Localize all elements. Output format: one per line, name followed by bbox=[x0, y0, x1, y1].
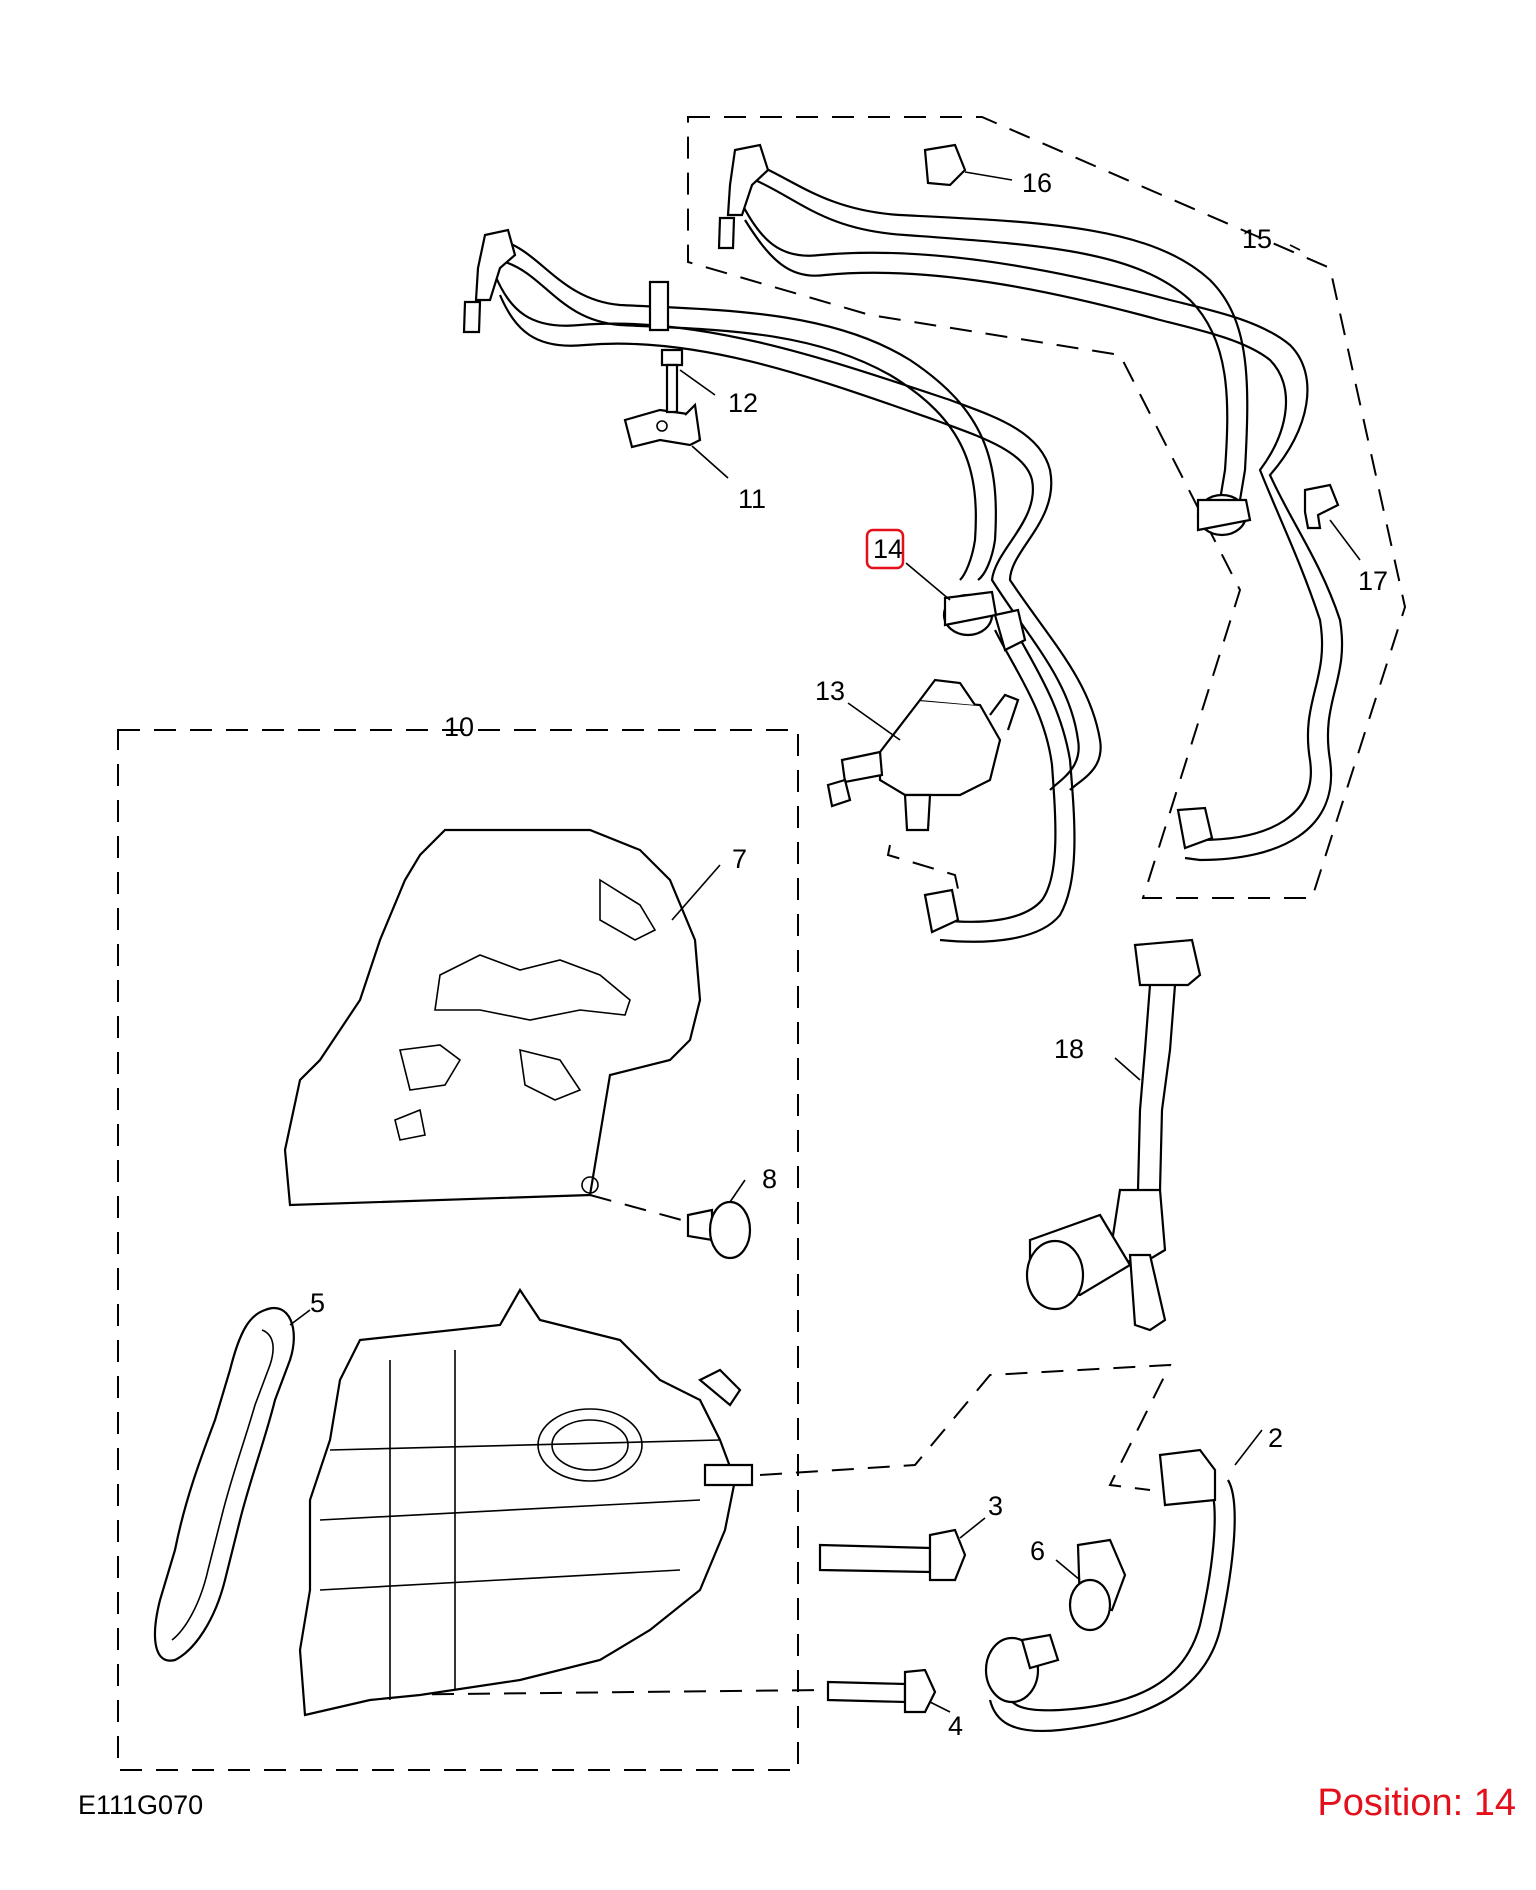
push-clip-8[interactable] bbox=[686, 1200, 752, 1260]
callout-14[interactable]: 14 bbox=[873, 534, 903, 564]
link-13-hose bbox=[886, 844, 961, 899]
link-7-8 bbox=[589, 1194, 701, 1226]
callout-16[interactable]: 16 bbox=[1022, 168, 1052, 198]
group-outline-10 bbox=[117, 729, 799, 1771]
callout-5[interactable]: 5 bbox=[310, 1288, 325, 1318]
callout-6[interactable]: 6 bbox=[1030, 1536, 1045, 1566]
diagram-code: E111G070 bbox=[78, 1790, 204, 1820]
callout-2[interactable]: 2 bbox=[1268, 1423, 1283, 1453]
callout-14-highlight bbox=[865, 528, 905, 570]
callout-12[interactable]: 12 bbox=[728, 388, 758, 418]
callout-7[interactable]: 7 bbox=[732, 844, 747, 874]
callout-labels: 2 3 4 5 6 7 8 10 11 12 13 14 15 16 17 18 bbox=[310, 168, 1388, 1741]
hose-2[interactable] bbox=[984, 1448, 1236, 1733]
callout-17[interactable]: 17 bbox=[1358, 566, 1388, 596]
position-indicator: Position: 14 bbox=[1317, 1782, 1516, 1824]
bolt-12[interactable] bbox=[660, 348, 684, 414]
clip-16[interactable] bbox=[923, 143, 967, 187]
callout-13[interactable]: 13 bbox=[815, 676, 845, 706]
leader-lines bbox=[289, 171, 1361, 1713]
bolt-3[interactable] bbox=[818, 1528, 967, 1582]
intake-manifold[interactable] bbox=[298, 1287, 754, 1717]
group-outline-15 bbox=[687, 116, 1407, 899]
callout-15[interactable]: 15 bbox=[1242, 224, 1272, 254]
callout-8[interactable]: 8 bbox=[762, 1164, 777, 1194]
breather-pipe-18[interactable] bbox=[1025, 938, 1202, 1332]
engine-cover-7[interactable] bbox=[283, 828, 702, 1207]
purge-valve-13[interactable] bbox=[826, 678, 1020, 832]
bracket-11[interactable] bbox=[623, 402, 702, 449]
callout-10[interactable]: 10 bbox=[444, 712, 474, 742]
hose-assembly-15[interactable] bbox=[717, 143, 1344, 862]
callout-4[interactable]: 4 bbox=[948, 1711, 963, 1741]
callout-3[interactable]: 3 bbox=[988, 1491, 1003, 1521]
link-manifold-2 bbox=[759, 1363, 1172, 1491]
callout-18[interactable]: 18 bbox=[1054, 1034, 1084, 1064]
hose-assembly-14[interactable] bbox=[462, 228, 1102, 943]
callout-11[interactable]: 11 bbox=[738, 484, 766, 514]
sensor-6[interactable] bbox=[1068, 1538, 1127, 1632]
gasket-5[interactable] bbox=[153, 1307, 295, 1662]
bolt-4[interactable] bbox=[826, 1668, 937, 1714]
clip-17[interactable] bbox=[1303, 483, 1340, 530]
link-bolt-4 bbox=[359, 1689, 826, 1696]
